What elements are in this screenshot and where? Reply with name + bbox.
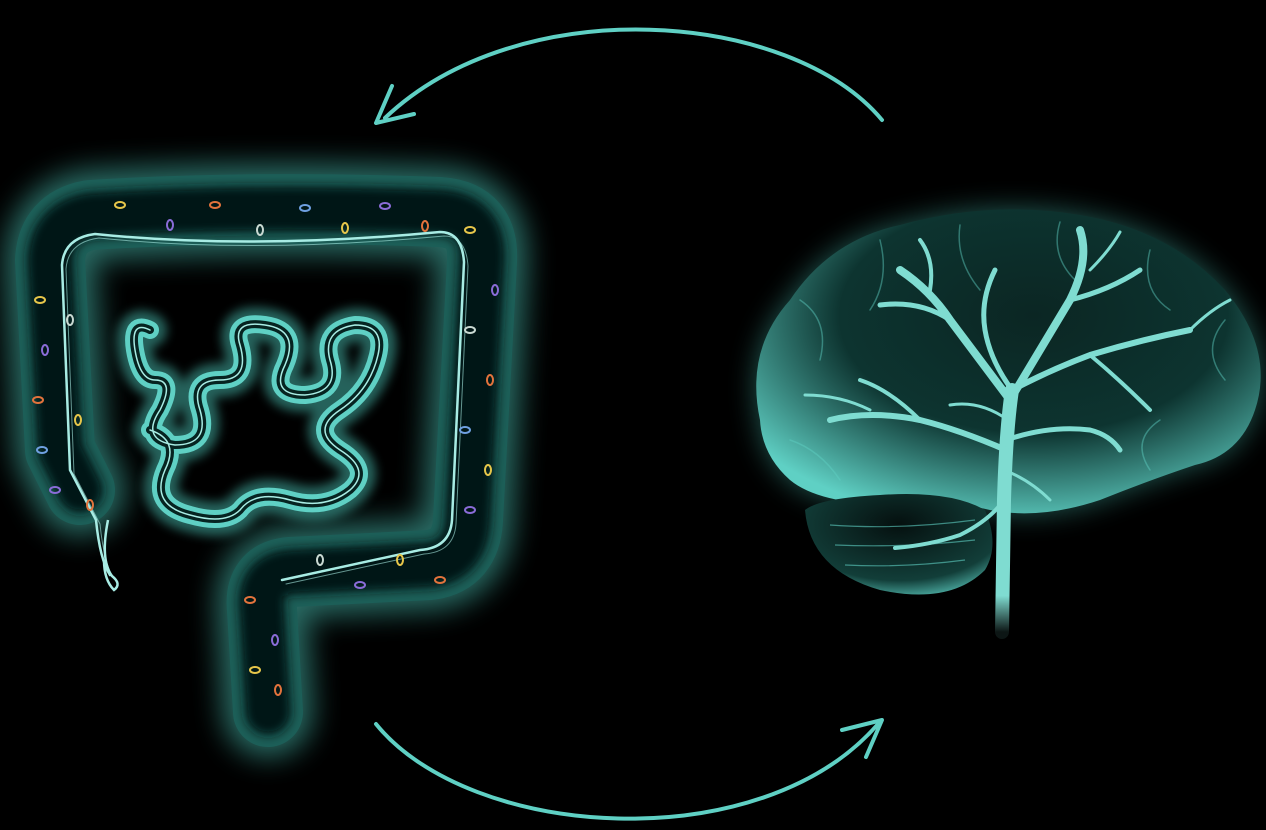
arrow-to-gut	[376, 30, 882, 123]
arc-top	[385, 30, 882, 120]
curved-arrow-icon	[376, 86, 414, 123]
appendix	[104, 520, 118, 590]
brain-icon	[756, 209, 1260, 632]
neural-tree	[1002, 390, 1012, 632]
cerebellum	[805, 494, 993, 595]
arrow-to-brain	[376, 720, 882, 819]
intestines-icon	[33, 202, 498, 712]
arc-bottom	[376, 724, 878, 819]
